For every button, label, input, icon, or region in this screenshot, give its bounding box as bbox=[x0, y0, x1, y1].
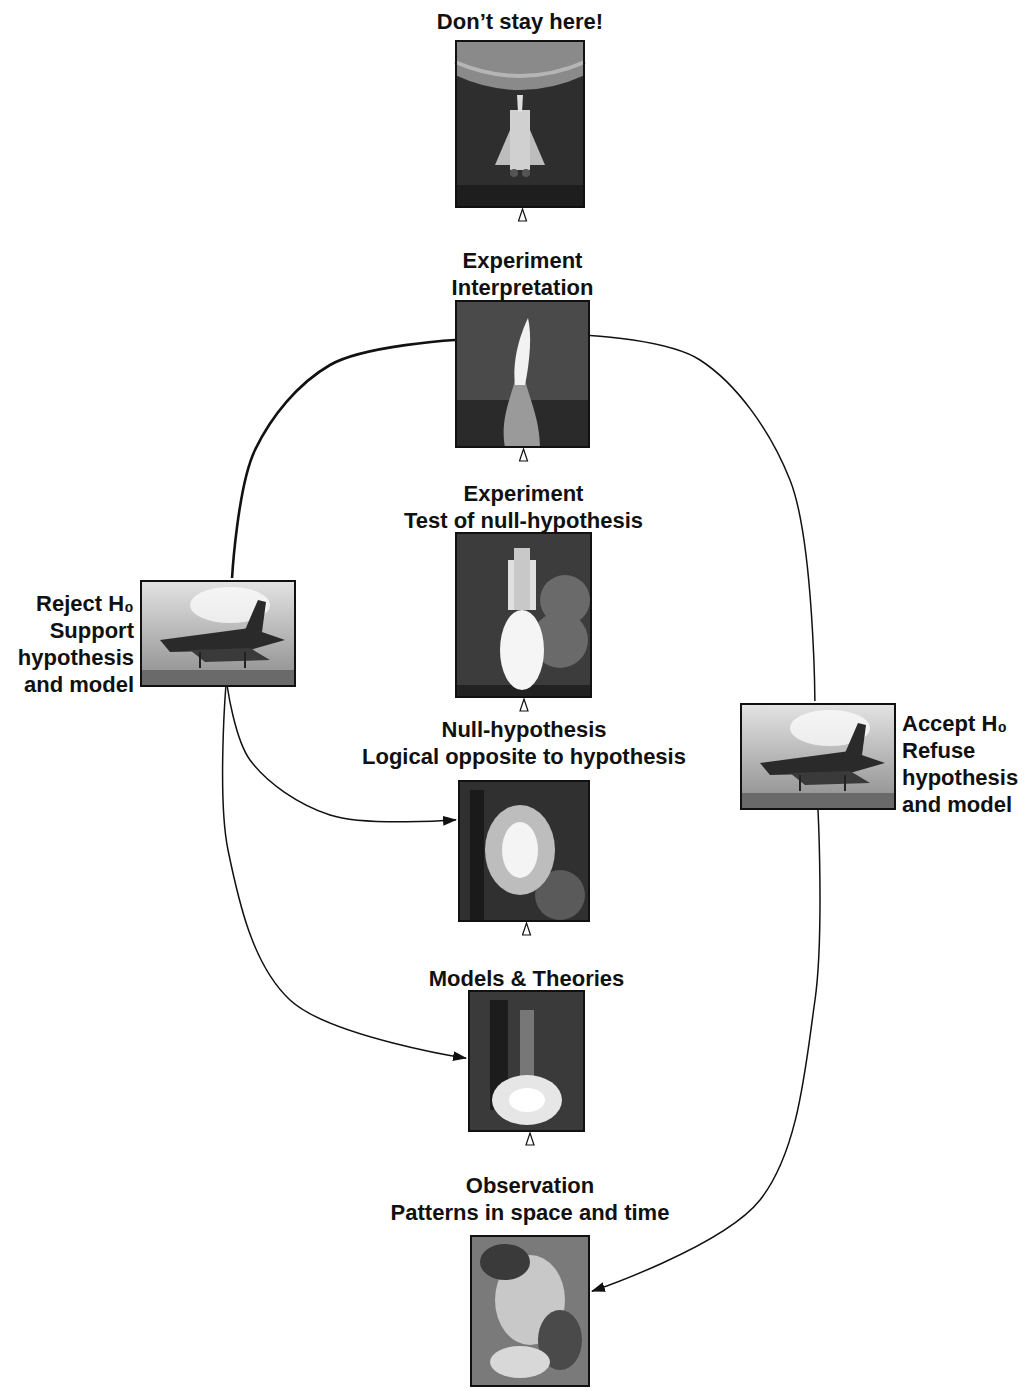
step-heading: Null-hypothesis bbox=[362, 716, 686, 743]
landing-photo bbox=[740, 703, 896, 810]
flow-arrow bbox=[223, 687, 466, 1058]
caption-block: ExperimentInterpretation bbox=[452, 247, 594, 301]
caption-block: Models & Theories bbox=[429, 965, 625, 992]
step-description: Logical opposite to hypothesis bbox=[362, 743, 686, 770]
launch-photo bbox=[455, 300, 590, 448]
caption-block: ObservationPatterns in space and time bbox=[391, 1172, 670, 1226]
caption-block: ExperimentTest of null-hypothesis bbox=[404, 480, 643, 534]
step-description: Refuse hypothesis and model bbox=[902, 737, 1024, 818]
caption-block: Null-hypothesisLogical opposite to hypot… bbox=[362, 716, 686, 770]
step-description: Interpretation bbox=[452, 274, 594, 301]
photo-node: Accept H₀Refuse hypothesis and model bbox=[740, 703, 896, 810]
photo-node: ObservationPatterns in space and time bbox=[470, 1235, 590, 1387]
step-heading: Don’t stay here! bbox=[437, 8, 603, 35]
caption-block: Accept H₀Refuse hypothesis and model bbox=[902, 710, 1024, 818]
step-description: Patterns in space and time bbox=[391, 1199, 670, 1226]
photo-node: ExperimentTest of null-hypothesis bbox=[455, 532, 592, 698]
caption-block: Reject H₀Support hypothesis and model bbox=[12, 590, 134, 698]
caption-block: Don’t stay here! bbox=[437, 8, 603, 35]
flow-triangle bbox=[524, 699, 525, 715]
launch-photo bbox=[455, 532, 592, 698]
step-description: Support hypothesis and model bbox=[12, 617, 134, 698]
portrait-photo bbox=[470, 1235, 590, 1387]
step-heading: Reject H₀ bbox=[12, 590, 134, 617]
flow-triangle bbox=[522, 209, 523, 246]
flow-triangle bbox=[530, 1133, 531, 1171]
step-description: Test of null-hypothesis bbox=[404, 507, 643, 534]
photo-node: ExperimentInterpretation bbox=[455, 300, 590, 448]
flow-triangle bbox=[526, 923, 527, 964]
photo-node: Models & Theories bbox=[468, 990, 585, 1132]
flow-arrow bbox=[232, 340, 455, 578]
shuttle-photo bbox=[455, 40, 585, 208]
photo-node: Don’t stay here! bbox=[455, 40, 585, 208]
launch-photo bbox=[468, 990, 585, 1132]
flow-triangle bbox=[523, 449, 524, 479]
photo-node: Reject H₀Support hypothesis and model bbox=[140, 580, 296, 687]
launch-photo bbox=[458, 780, 590, 922]
photo-node: Null-hypothesisLogical opposite to hypot… bbox=[458, 780, 590, 922]
step-heading: Accept H₀ bbox=[902, 710, 1024, 737]
step-heading: Models & Theories bbox=[429, 965, 625, 992]
step-heading: Experiment bbox=[452, 247, 594, 274]
step-heading: Experiment bbox=[404, 480, 643, 507]
landing-photo bbox=[140, 580, 296, 687]
step-heading: Observation bbox=[391, 1172, 670, 1199]
